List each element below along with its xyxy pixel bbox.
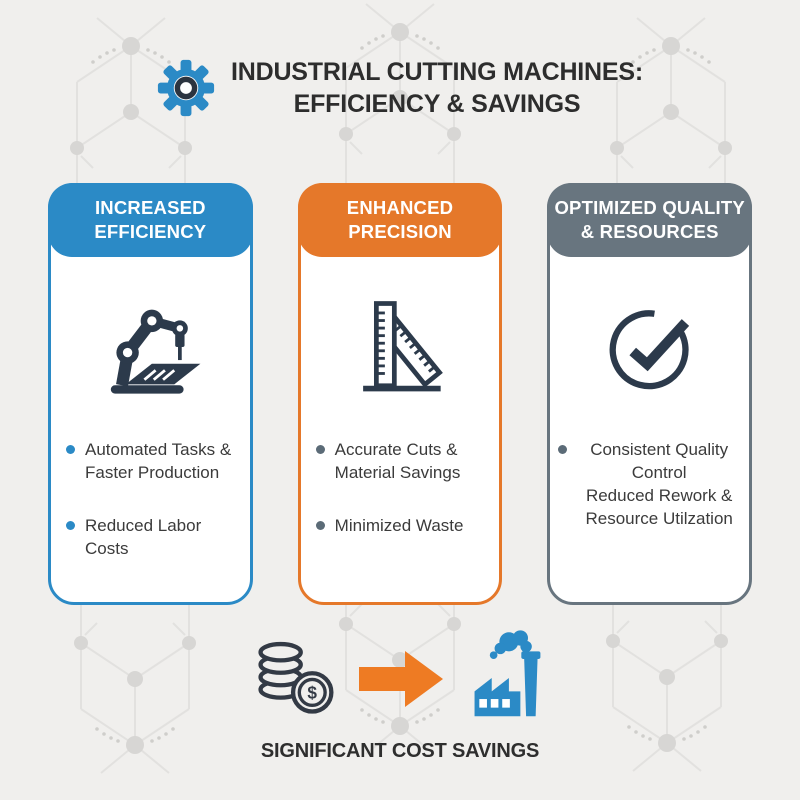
check-circle-icon bbox=[609, 310, 689, 390]
card-header: ENHANCED PRECISION bbox=[297, 183, 503, 257]
bullet-text: Accurate Cuts & Material Savings bbox=[334, 440, 461, 482]
money-coins-icon: $ bbox=[258, 641, 334, 714]
set-square-ruler-icon bbox=[363, 301, 443, 392]
bullet-dot bbox=[315, 520, 325, 530]
card-icon-area bbox=[51, 281, 250, 413]
bullet-text: Automated Tasks & Faster Production bbox=[85, 440, 232, 482]
dollar-sign: $ bbox=[307, 683, 317, 703]
card-title: OPTIMIZED QUALITY & RESOURCES bbox=[554, 196, 745, 242]
bullet-item: Consistent Quality Control Reduced Rewor… bbox=[558, 439, 741, 531]
card-title: ENHANCED PRECISION bbox=[346, 196, 454, 242]
factory-icon bbox=[474, 630, 541, 717]
bullet-text: Minimized Waste bbox=[334, 515, 464, 535]
bullet-item: Automated Tasks & Faster Production bbox=[66, 439, 235, 485]
bullet-text: Reduced Labor Costs bbox=[85, 515, 202, 558]
card-enhanced-precision: ENHANCED PRECISION bbox=[297, 183, 503, 605]
robot-arm-icon bbox=[111, 309, 201, 394]
cost-savings-section: $ SIGNIFICANT COST SAVINGS bbox=[0, 626, 800, 763]
bullet-item: Reduced Labor Costs bbox=[66, 515, 235, 561]
bullet-list: Accurate Cuts & Material Savings Minimiz… bbox=[301, 439, 500, 538]
bullet-dot bbox=[66, 445, 75, 454]
card-title: INCREASED EFFICIENCY bbox=[94, 196, 207, 242]
card-header: OPTIMIZED QUALITY & RESOURCES bbox=[547, 183, 753, 257]
bullet-list: Consistent Quality Control Reduced Rewor… bbox=[550, 439, 749, 531]
bullet-dot bbox=[558, 445, 568, 454]
bullet-list: Automated Tasks & Faster Production Redu… bbox=[51, 439, 250, 561]
card-icon-area bbox=[550, 281, 749, 413]
bullet-dot bbox=[315, 445, 325, 454]
arrow-right-icon bbox=[359, 651, 443, 707]
bullet-item: Accurate Cuts & Material Savings bbox=[315, 439, 485, 485]
page-title: INDUSTRIAL CUTTING MACHINES: EFFICIENCY … bbox=[231, 58, 643, 118]
card-icon-area bbox=[301, 281, 500, 413]
cost-savings-caption: SIGNIFICANT COST SAVINGS bbox=[260, 740, 540, 762]
bullet-text: Consistent Quality Control Reduced Rewor… bbox=[585, 440, 733, 528]
card-header: INCREASED EFFICIENCY bbox=[48, 183, 253, 257]
bullet-dot bbox=[66, 520, 75, 530]
benefit-cards-row: INCREASED EFFICIENCY bbox=[48, 183, 753, 605]
infographic-header: INDUSTRIAL CUTTING MACHINES: EFFICIENCY … bbox=[0, 56, 800, 120]
cost-savings-icons: $ bbox=[251, 626, 549, 732]
card-optimized-quality: OPTIMIZED QUALITY & RESOURCES Consistent… bbox=[547, 183, 753, 605]
bullet-item: Minimized Waste bbox=[315, 515, 485, 538]
card-increased-efficiency: INCREASED EFFICIENCY bbox=[48, 183, 253, 605]
gear-icon bbox=[157, 59, 215, 117]
